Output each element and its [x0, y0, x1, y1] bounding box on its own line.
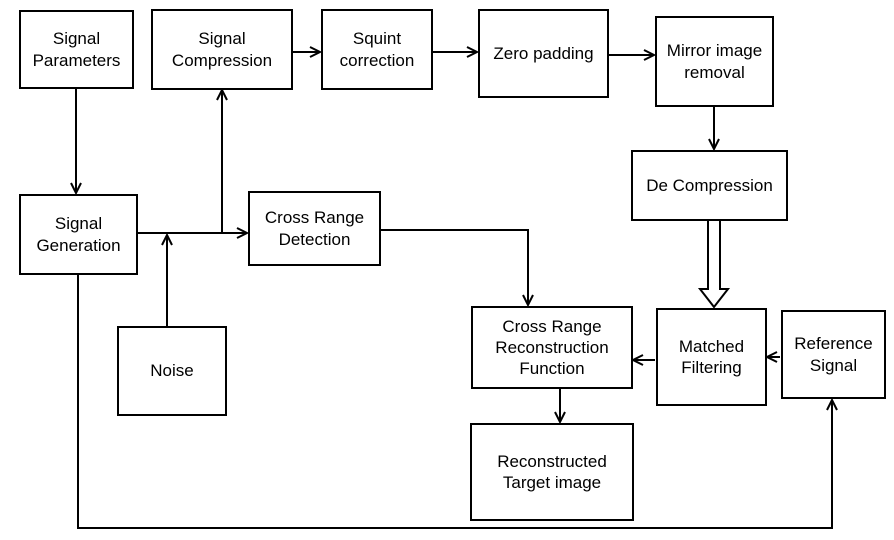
- cross-range-reconstruction-box: Cross Range Reconstruction Function: [471, 306, 633, 389]
- reference-signal-box: Reference Signal: [781, 310, 886, 399]
- edge-generation-to-reference: [77, 275, 832, 529]
- cross-range-detection-label: Cross Range Detection: [264, 208, 365, 249]
- reconstructed-target-image-box: Reconstructed Target image: [470, 423, 634, 521]
- de-compression-label: De Compression: [646, 175, 773, 195]
- cross-range-detection-box: Cross Range Detection: [248, 191, 381, 266]
- de-compression-box: De Compression: [631, 150, 788, 221]
- matched-filtering-label: Matched Filtering: [678, 336, 745, 377]
- edge-decompression-to-matched-hollow: [697, 221, 731, 309]
- signal-generation-box: Signal Generation: [19, 194, 138, 275]
- mirror-image-removal-box: Mirror image removal: [655, 16, 774, 107]
- signal-parameters-label: Signal Parameters: [32, 29, 121, 70]
- squint-correction-label: Squint correction: [339, 29, 415, 70]
- signal-compression-box: Signal Compression: [151, 9, 293, 90]
- reconstructed-target-image-label: Reconstructed Target image: [497, 451, 607, 492]
- mirror-image-removal-label: Mirror image removal: [666, 41, 763, 82]
- signal-parameters-box: Signal Parameters: [19, 10, 134, 89]
- zero-padding-box: Zero padding: [478, 9, 609, 98]
- zero-padding-label: Zero padding: [493, 43, 594, 63]
- matched-filtering-box: Matched Filtering: [656, 308, 767, 406]
- edge-detection-to-reconstruction: [381, 229, 528, 305]
- cross-range-reconstruction-label: Cross Range Reconstruction Function: [495, 316, 609, 379]
- signal-compression-label: Signal Compression: [171, 29, 273, 70]
- squint-correction-box: Squint correction: [321, 9, 433, 90]
- noise-label: Noise: [150, 361, 194, 381]
- reference-signal-label: Reference Signal: [794, 334, 873, 375]
- noise-box: Noise: [117, 326, 227, 416]
- signal-generation-label: Signal Generation: [36, 214, 121, 255]
